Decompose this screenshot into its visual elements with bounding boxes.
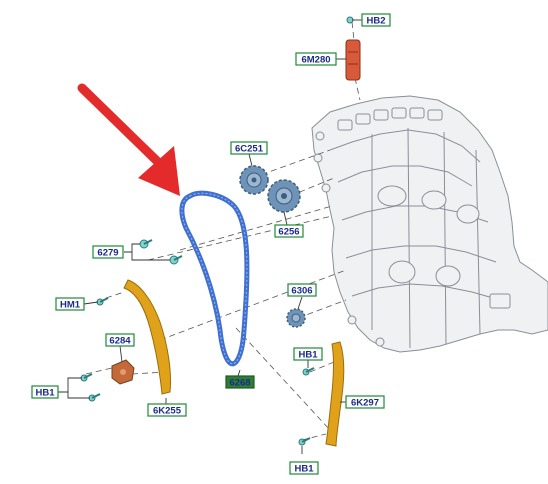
callout-6284: 6284 <box>105 333 135 347</box>
timing-chain <box>179 190 250 367</box>
callout-6306: 6306 <box>287 283 317 297</box>
chain-guide-6k255 <box>123 279 171 395</box>
callout-label: HB1 <box>294 464 314 475</box>
callout-label: HB1 <box>298 350 318 361</box>
callout-6256: 6256 <box>274 224 304 238</box>
callout-6k297: 6K297 <box>345 395 385 409</box>
callout-label: 6K297 <box>351 398 379 409</box>
callout-6279: 6279 <box>92 245 124 259</box>
callout-6k255: 6K255 <box>147 403 187 417</box>
chain-links <box>181 192 248 365</box>
callout-label: 6279 <box>97 248 118 259</box>
camshaft-sprocket-6c251 <box>239 165 269 195</box>
chain-tensioner-6284 <box>111 359 135 385</box>
callout-label: 6306 <box>291 286 312 297</box>
callout-hb2: HB2 <box>361 13 391 27</box>
callout-hb1-left: HB1 <box>31 385 59 399</box>
bolt-shanks <box>83 239 315 443</box>
callout-hm1: HM1 <box>55 297 85 311</box>
red-arrow-icon <box>77 83 180 196</box>
leader-lines <box>58 19 362 454</box>
callout-label: 6C251 <box>235 144 264 155</box>
callout-label: 6268 <box>229 378 250 389</box>
callout-6268: 6268 <box>225 375 255 389</box>
tensioner-plunger-6m280 <box>345 39 361 81</box>
callout-label: 6M280 <box>301 55 330 66</box>
callout-hb1-top: HB1 <box>293 347 323 361</box>
chain-guide-6k297 <box>325 341 345 447</box>
engine-block <box>311 95 548 353</box>
callout-label: 6256 <box>278 227 299 238</box>
alignment-lines <box>85 21 361 441</box>
crankshaft-sprocket-6306 <box>286 308 306 328</box>
callout-hb1-bottom: HB1 <box>289 461 319 475</box>
callout-6c251: 6C251 <box>230 141 268 155</box>
callout-label: HM1 <box>60 300 81 311</box>
callout-label: HB1 <box>35 388 55 399</box>
callout-label: 6284 <box>109 336 131 347</box>
callout-6m280: 6M280 <box>295 52 337 66</box>
callout-label: HB2 <box>366 16 385 27</box>
callout-label: 6K255 <box>153 406 182 417</box>
camshaft-sprocket-6256 <box>267 179 301 213</box>
